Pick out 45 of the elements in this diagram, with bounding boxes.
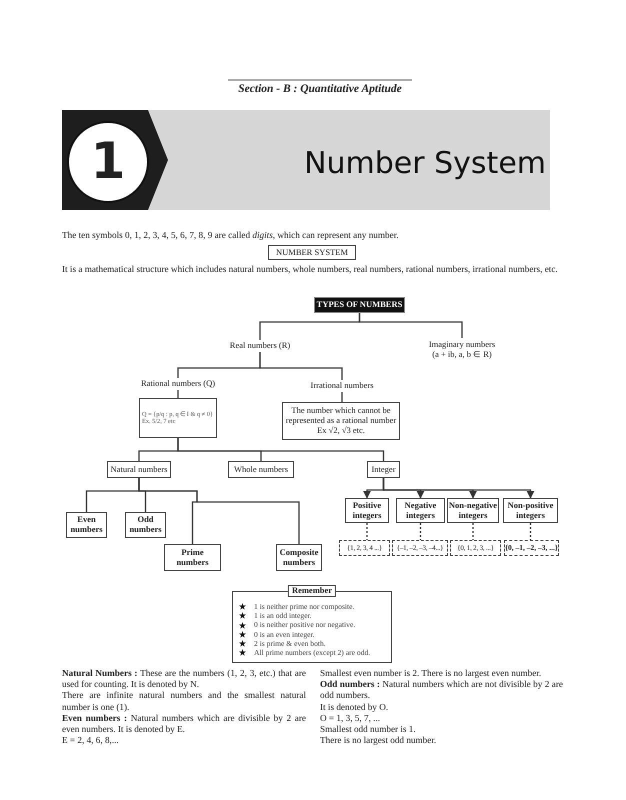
category-box: Positive integers: [345, 498, 389, 523]
dashed-line: [472, 523, 474, 540]
body-text: E = 2, 4, 6, 8,...: [62, 735, 120, 746]
body-text: It is denoted by O.: [320, 702, 390, 713]
body-text: Smallest odd number is 1.: [320, 724, 417, 736]
body-text: There are infinite natural numbers and the smallest natural number is one (1).: [62, 690, 306, 713]
category-box: Natural numbers: [107, 461, 171, 478]
category-box: Even numbers: [66, 512, 107, 538]
category-box: Integer: [367, 461, 400, 478]
connector-line: [138, 478, 300, 544]
definition-box: [139, 398, 217, 438]
connector-line: [177, 438, 384, 461]
category-box: The number which cannot be represented as a rational number Ex √2, √3 etc.: [282, 402, 400, 440]
dashed-line: [530, 523, 532, 540]
category-label: Irrational numbers: [297, 380, 387, 392]
section-heading: Section - B : Quantitative Aptitude: [237, 83, 403, 95]
dashed-line: [420, 523, 422, 540]
arrow: [382, 478, 534, 499]
heading-box: TYPES OF NUMBERS: [314, 297, 405, 313]
body-text: Natural Numbers : These are the numbers (1, 2, 3, etc.) that are used for counting. It is denoted by N.: [62, 668, 306, 690]
connector-line: [259, 352, 343, 380]
page-title: Number System: [303, 146, 547, 181]
node-text: Imaginary numbers: [428, 340, 496, 350]
category-label: Real numbers (R): [220, 340, 300, 352]
body-text: There is no largest odd number.: [320, 735, 438, 746]
category-box: Non-positive integers: [503, 498, 558, 523]
node-text: (a + ib, a, b ∈ R): [432, 350, 492, 360]
category-box: Composite numbers: [276, 544, 322, 571]
body-text: Even numbers : Natural numbers which are divisible by 2 are even numbers. It is denoted by E.: [62, 712, 306, 736]
connector-line: [358, 313, 463, 338]
category-box: Prime numbers: [164, 544, 221, 571]
category-box: Non-negative integers: [447, 498, 499, 523]
note-heading: Remember: [288, 585, 336, 597]
body-text: Smallest even number is 2. There is no largest even number.: [320, 668, 542, 680]
dashed-line: [366, 523, 368, 540]
body-text: O = 1, 3, 5, 7, ...: [320, 712, 382, 724]
category-box: NUMBER SYSTEM: [268, 245, 356, 260]
category-box: Whole numbers: [228, 461, 294, 478]
intro-text: The ten symbols 0, 1, 2, 3, 4, 5, 6, 7, 8, 9 are called digits, which can represent any number.: [62, 230, 400, 240]
body-text: Odd numbers : Natural numbers which are not divisible by 2 are odd numbers.: [320, 679, 563, 702]
connector-line: [341, 392, 343, 402]
definition-text: It is a mathematical structure which includes natural numbers, whole numbers, real numbers, rational numbers, irrational numbers, etc.: [62, 264, 559, 276]
category-label: Rational numbers (Q): [133, 378, 223, 390]
category-box: Negative integers: [396, 498, 445, 523]
category-box: Odd numbers: [125, 512, 166, 538]
